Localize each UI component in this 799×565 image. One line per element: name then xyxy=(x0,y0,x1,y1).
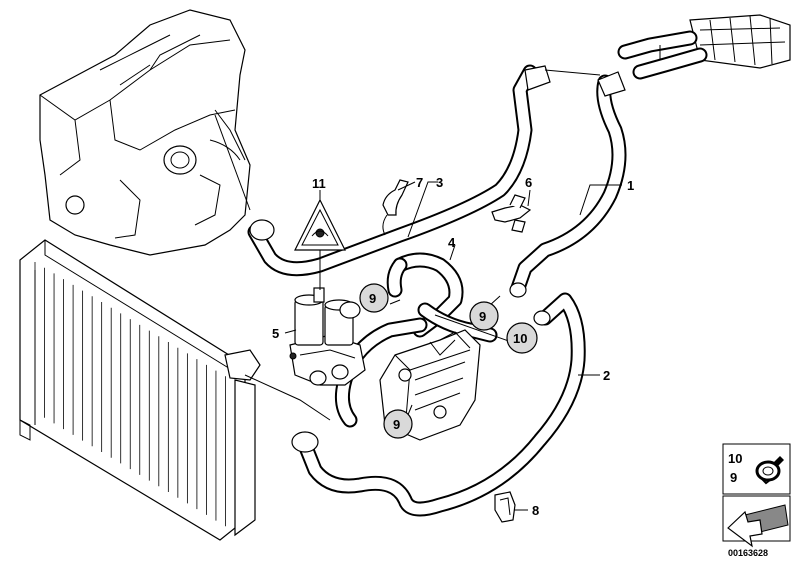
clamp-8 xyxy=(494,491,516,523)
callout-9b: 9 xyxy=(479,309,486,324)
hose-3 xyxy=(247,64,551,277)
callout-circle-10 xyxy=(506,322,538,354)
callout-6: 6 xyxy=(525,175,532,190)
callouts: 11 7 3 6 1 4 5 2 8 9 9 9 10 xyxy=(272,175,634,518)
clamp-6 xyxy=(491,194,532,233)
callout-circle-9b xyxy=(469,301,499,331)
hose-1 xyxy=(509,71,627,298)
callout-circle-9a xyxy=(359,283,389,313)
hose-clamp-icon xyxy=(755,456,784,485)
callout-8: 8 xyxy=(532,503,539,518)
callout-4: 4 xyxy=(448,235,456,250)
valve-assembly xyxy=(289,287,366,386)
inset-label-10: 10 xyxy=(728,451,742,466)
warning-label-triangle xyxy=(294,198,346,251)
callout-2: 2 xyxy=(603,368,610,383)
callout-11: 11 xyxy=(312,176,326,191)
hose-2 xyxy=(291,292,586,517)
leader-lines xyxy=(214,45,661,511)
callout-10: 10 xyxy=(513,331,527,346)
direction-arrow-icon xyxy=(727,504,789,548)
reference-number: 00163628 xyxy=(728,548,768,558)
callout-5: 5 xyxy=(272,326,279,341)
callout-3: 3 xyxy=(436,175,443,190)
callout-9a: 9 xyxy=(369,291,376,306)
inset-label-9: 9 xyxy=(730,470,737,485)
callout-9c: 9 xyxy=(393,417,400,432)
engine-block xyxy=(39,9,251,256)
callout-7: 7 xyxy=(416,175,423,190)
radiator xyxy=(19,239,261,541)
inset-legend: 10 9 00163628 xyxy=(722,443,791,558)
callout-1: 1 xyxy=(627,178,634,193)
heater-core-fittings xyxy=(617,14,791,80)
callout-circle-9c xyxy=(383,409,413,439)
hose-4 xyxy=(386,252,464,338)
